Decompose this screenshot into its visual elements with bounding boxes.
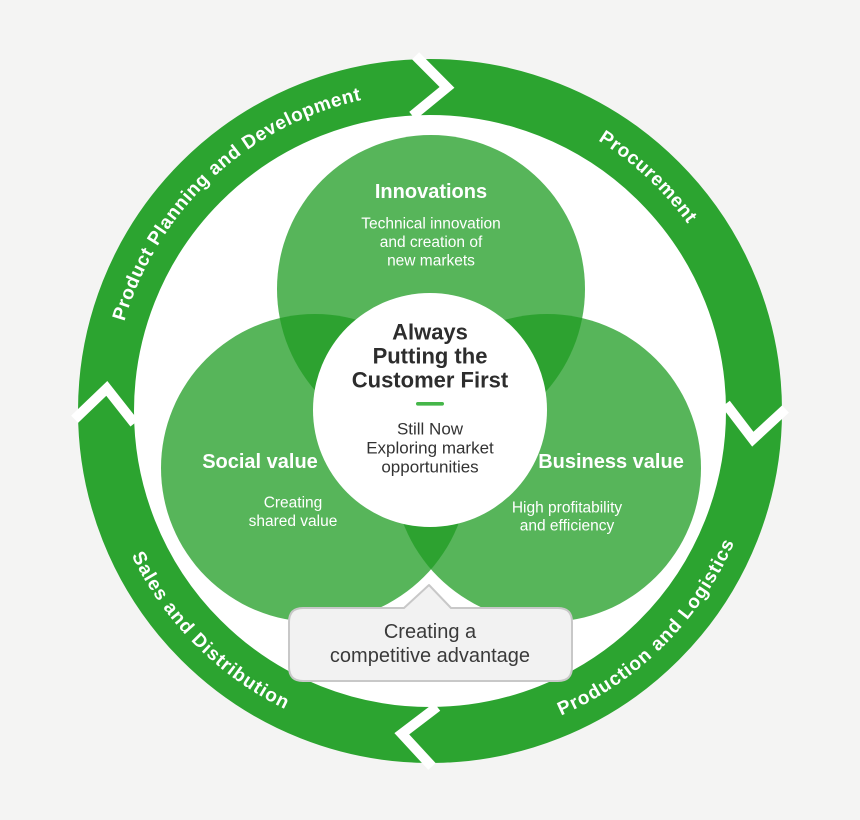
callout-bubble: Creating a competitive advantage (288, 584, 573, 682)
venn-subtitle-line: new markets (387, 253, 475, 270)
center-subtitle-line: Still Now (397, 420, 464, 439)
center-divider (416, 402, 444, 406)
venn-subtitle-line: Creating (264, 495, 323, 512)
venn-business-label: Business value High profitability and ef… (512, 451, 684, 535)
center-title-line: Always (392, 320, 468, 345)
flow-arrow-top-icon (409, 52, 455, 120)
center-circle (313, 293, 547, 527)
venn-subtitle-line: Technical innovation (361, 216, 501, 233)
center-title-line: Putting the (373, 344, 488, 369)
center-title-line: Customer First (352, 368, 509, 393)
venn-title-innovations: Innovations (375, 181, 487, 203)
venn-social-label: Social value Creating shared value (202, 451, 337, 530)
venn-title-business-value: Business value (538, 451, 684, 473)
callout-text-line: Creating a (384, 621, 477, 643)
flow-arrow-left-icon (71, 380, 139, 427)
cycle-ring (78, 59, 782, 763)
center-subtitle-line: Exploring market (366, 439, 494, 458)
venn-subtitle-line: and efficiency (520, 518, 615, 535)
callout-bubble-shape (288, 584, 573, 682)
flow-arrow-bottom-icon (394, 702, 441, 770)
venn-subtitle-line: High profitability (512, 500, 623, 517)
venn-subtitle-line: and creation of (380, 234, 483, 251)
venn-subtitle-line: shared value (249, 513, 338, 530)
venn-title-social-value: Social value (202, 451, 318, 473)
center-message: Always Putting the Customer First Still … (352, 320, 509, 477)
venn-innovations-label: Innovations Technical innovation and cre… (361, 181, 501, 270)
flow-arrow-right-icon (721, 400, 789, 447)
callout-text-line: competitive advantage (330, 645, 530, 667)
center-subtitle-line: opportunities (381, 458, 478, 477)
